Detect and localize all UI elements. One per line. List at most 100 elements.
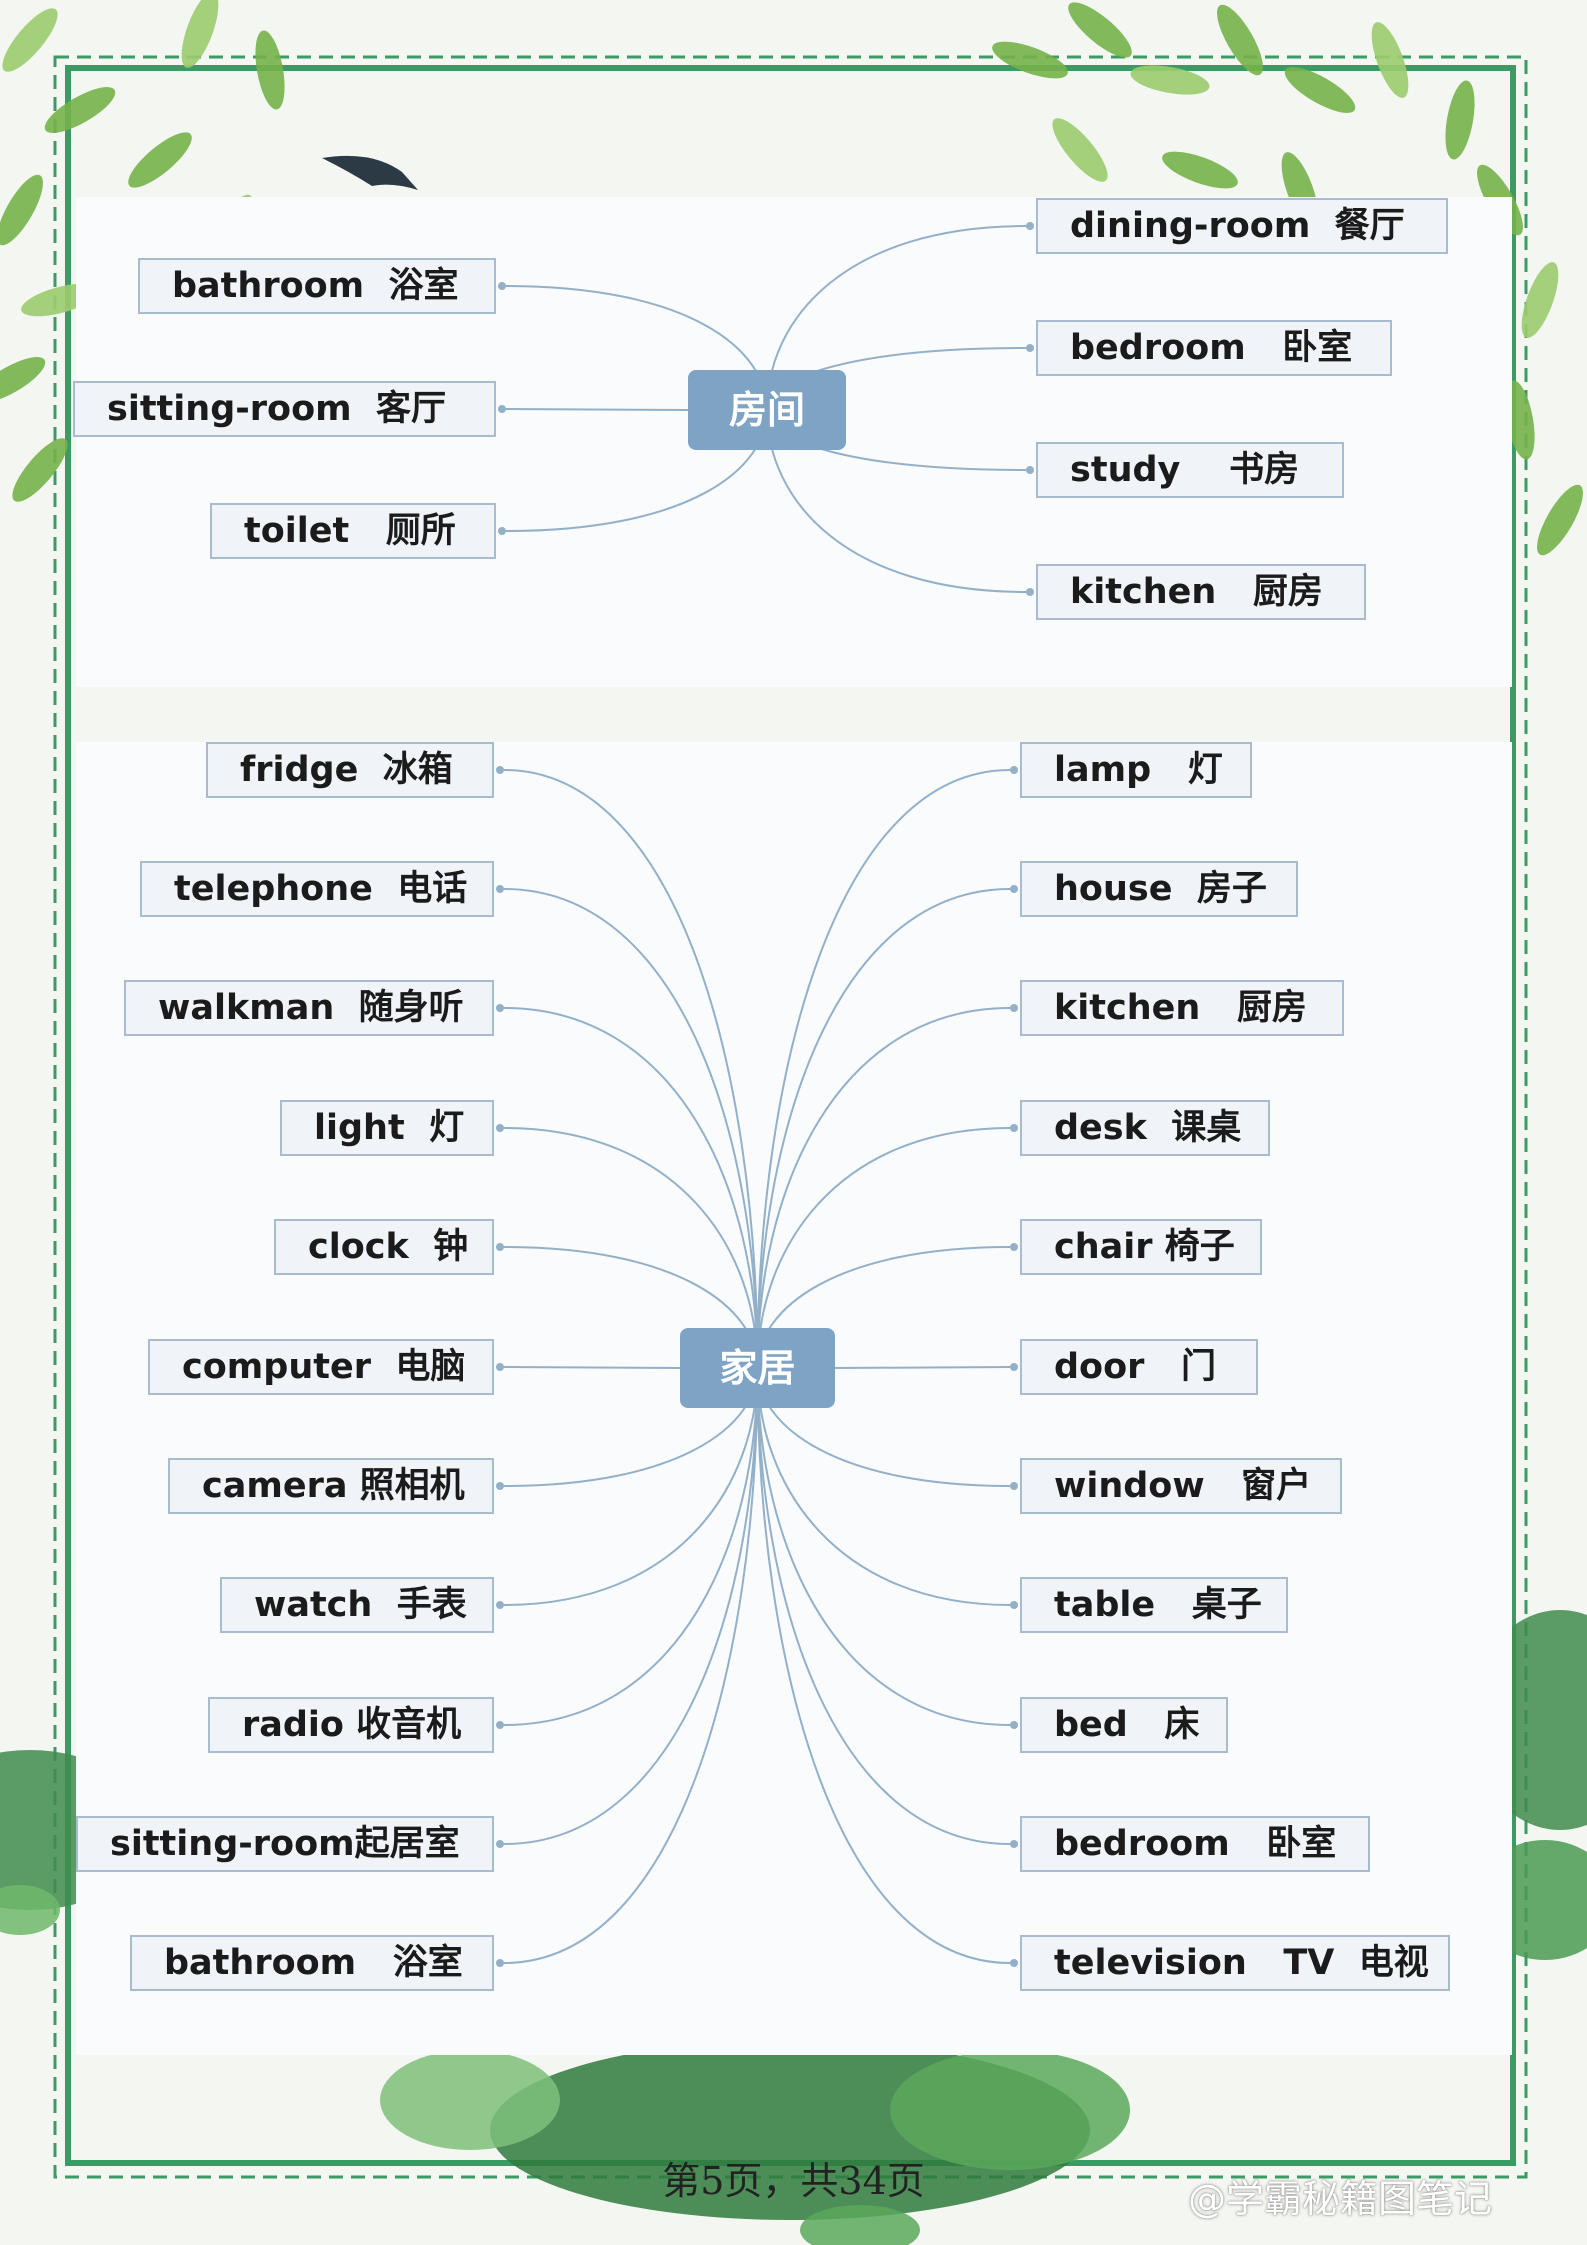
home-node-left-5[interactable]: clock 钟 [274, 1219, 494, 1275]
connector-left-1-9 [503, 1367, 759, 1726]
home-node-left-8[interactable]: watch 手表 [220, 1577, 494, 1633]
connector-left-0-2 [505, 408, 689, 411]
connector-dot [496, 1243, 504, 1251]
connector-left-1-10 [503, 1367, 759, 1845]
home-node-right-11[interactable]: television TV 电视 [1020, 1935, 1450, 1991]
connector-dot [496, 1601, 504, 1609]
connector-right-1-9 [756, 1367, 1011, 1726]
leaf-icon [1284, 67, 1356, 113]
connector-dot [1010, 885, 1018, 893]
connector-left-1-4 [503, 1127, 759, 1369]
leaf-icon [2, 8, 58, 72]
home-node-right-3[interactable]: kitchen 厨房 [1020, 980, 1344, 1036]
connector-right-1-1 [756, 769, 1011, 1369]
leaf-icon [992, 41, 1068, 79]
lily-pad-icon [800, 2205, 920, 2245]
room-node-left-3[interactable]: toilet 厕所 [210, 503, 496, 559]
leaf-icon [1130, 65, 1210, 95]
leaf-icon [0, 174, 43, 246]
connector-left-1-8 [503, 1367, 759, 1606]
connector-right-1-11 [756, 1367, 1011, 1964]
connector-dot [496, 766, 504, 774]
outer-dashed-frame [53, 55, 1528, 2179]
connector-dot [498, 282, 506, 290]
leaf-icon [128, 132, 192, 188]
connector-right-1-10 [756, 1367, 1011, 1845]
leaf-icon [12, 438, 68, 502]
room-node-left-2[interactable]: sitting-room 客厅 [73, 381, 496, 437]
connector-dot [1010, 1482, 1018, 1490]
room-node-right-2[interactable]: bedroom 卧室 [1036, 320, 1392, 376]
connector-right-1-2 [756, 888, 1011, 1369]
room-node-right-4[interactable]: kitchen 厨房 [1036, 564, 1366, 620]
room-node-left-1[interactable]: bathroom 浴室 [138, 258, 496, 314]
connector-right-1-4 [756, 1127, 1011, 1369]
connector-left-1-3 [503, 1007, 759, 1369]
connector-dot [496, 1721, 504, 1729]
connector-right-1-6 [834, 1366, 1011, 1369]
home-node-left-9[interactable]: radio 收音机 [208, 1697, 494, 1753]
center-node-home[interactable]: 家居 [680, 1328, 835, 1408]
leaf-icon [1217, 4, 1263, 76]
connector-dot [1010, 1363, 1018, 1371]
connector-dot [496, 1004, 504, 1012]
connector-dot [1026, 222, 1034, 230]
leaf-icon [0, 357, 46, 403]
connector-dot [1026, 344, 1034, 352]
leaf-icon [1537, 484, 1583, 556]
home-node-right-4[interactable]: desk 课桌 [1020, 1100, 1270, 1156]
home-node-right-5[interactable]: chair 椅子 [1020, 1219, 1262, 1275]
home-node-right-7[interactable]: window 窗户 [1020, 1458, 1342, 1514]
home-node-left-11[interactable]: bathroom 浴室 [130, 1935, 494, 1991]
connector-right-1-8 [756, 1367, 1011, 1606]
home-node-left-1[interactable]: fridge 冰箱 [206, 742, 494, 798]
connector-dot [1010, 766, 1018, 774]
leaf-icon [1052, 118, 1108, 182]
connector-left-1-11 [503, 1367, 759, 1964]
home-node-right-6[interactable]: door 门 [1020, 1339, 1258, 1395]
home-node-left-10[interactable]: sitting-room起居室 [76, 1816, 494, 1872]
connector-left-1-6 [503, 1366, 681, 1369]
home-node-left-2[interactable]: telephone 电话 [140, 861, 494, 917]
connector-dot [496, 1959, 504, 1967]
connector-dot [1010, 1721, 1018, 1729]
leaf-icon [1371, 22, 1409, 98]
home-node-right-9[interactable]: bed 床 [1020, 1697, 1228, 1753]
home-node-left-3[interactable]: walkman 随身听 [124, 980, 494, 1036]
room-node-right-3[interactable]: study 书房 [1036, 442, 1344, 498]
home-node-right-8[interactable]: table 桌子 [1020, 1577, 1288, 1633]
lily-pad-icon [890, 2050, 1130, 2170]
home-node-left-4[interactable]: light 灯 [280, 1100, 494, 1156]
connector-dot [496, 1482, 504, 1490]
connector-left-1-2 [503, 888, 759, 1369]
home-node-left-7[interactable]: camera 照相机 [168, 1458, 494, 1514]
connector-dot [496, 1840, 504, 1848]
connector-dot [496, 885, 504, 893]
connector-dot [498, 405, 506, 413]
bird-icon [322, 155, 418, 190]
leaf-icon [44, 87, 116, 133]
connector-dot [1010, 1601, 1018, 1609]
lily-pad-icon [0, 1885, 60, 1935]
leaf-icon [1521, 262, 1559, 338]
connector-right-1-3 [756, 1007, 1011, 1369]
connector-dot [1010, 1004, 1018, 1012]
page-footer: 第5页，共34页 [662, 2159, 925, 2203]
leaf-icon [1505, 380, 1535, 460]
connector-dot [1010, 1124, 1018, 1132]
leaf-icon [1068, 2, 1132, 58]
connector-dot [498, 527, 506, 535]
center-node-rooms[interactable]: 房间 [688, 370, 846, 450]
room-node-right-1[interactable]: dining-room 餐厅 [1036, 198, 1448, 254]
home-node-right-10[interactable]: bedroom 卧室 [1020, 1816, 1370, 1872]
leaf-icon [1445, 80, 1475, 160]
connector-left-1-1 [503, 769, 759, 1369]
home-node-right-1[interactable]: lamp 灯 [1020, 742, 1252, 798]
home-node-right-2[interactable]: house 房子 [1020, 861, 1298, 917]
leaf-icon [255, 30, 285, 110]
home-node-left-6[interactable]: computer 电脑 [148, 1339, 494, 1395]
connector-dot [496, 1363, 504, 1371]
connector-dot [1010, 1959, 1018, 1967]
